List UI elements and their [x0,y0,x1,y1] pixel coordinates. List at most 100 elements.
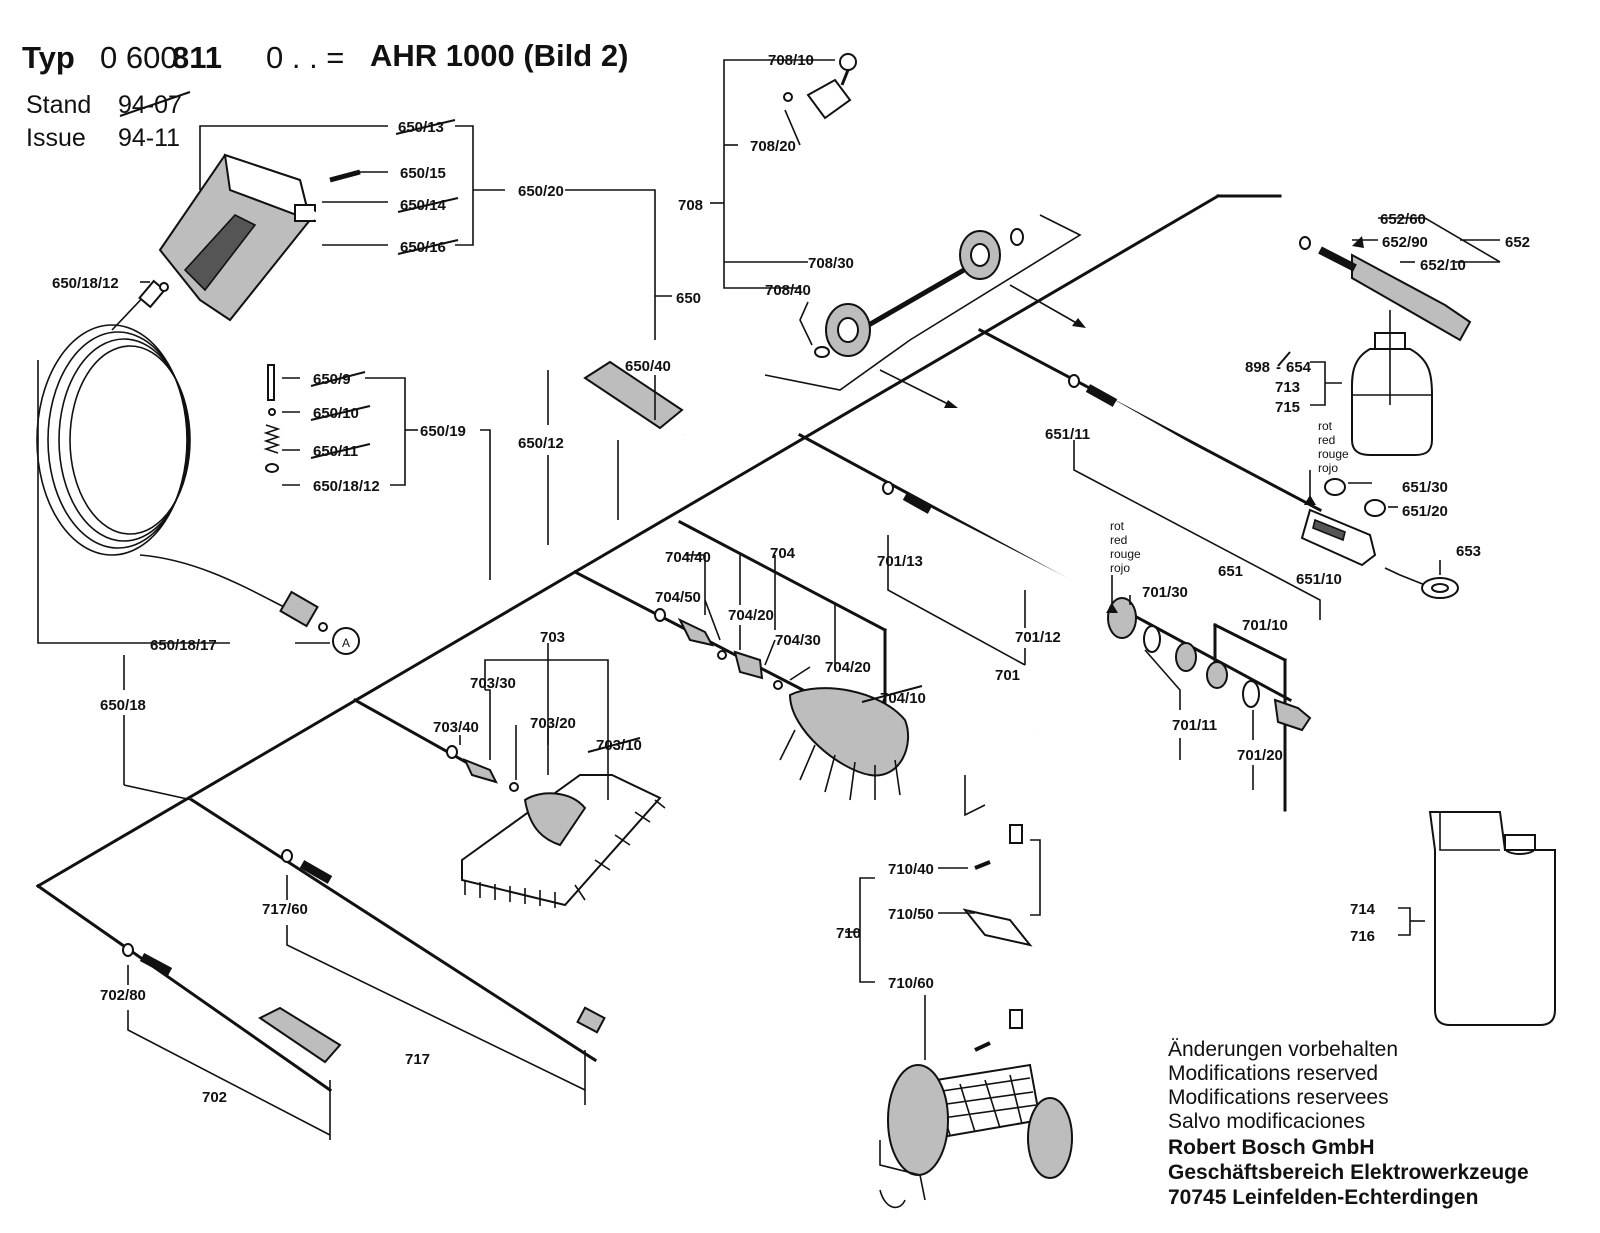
label-713: 713 [1275,379,1300,396]
nozzle-701 [1273,698,1312,732]
label-653: 653 [1456,543,1481,560]
brush-704-bristles [779,729,901,801]
circle-a-marker [332,627,360,655]
circle-a-label: A [342,636,350,650]
hose-loop-3 [58,338,190,542]
label-708: 708 [678,197,703,214]
bracket-710-50-right [1030,839,1041,916]
screw-650-15 [329,169,361,183]
oring-701-13 [882,481,894,495]
footer-division: Geschäftsbereich Elektrowerkzeuge [1168,1161,1529,1184]
knob-stem [840,69,850,86]
leader-704-20b [789,666,811,681]
foam-nozzle-body [1351,253,1472,342]
hose-loop-1 [36,324,188,556]
color-rojo-701: rojo [1110,561,1130,575]
lance-717-tube-inner [328,877,587,1023]
leader-701-11 [1144,649,1181,710]
label-703-30: 703/30 [470,675,516,692]
oring-652-60 [1299,236,1311,250]
lance-701 [882,481,1312,790]
footer: Änderungen vorbehalten Modifications res… [1168,1038,1529,1209]
nozzle-frame-top [1212,622,1288,663]
oring-703-40 [446,745,458,759]
arrow-rot-701 [1106,603,1118,613]
label-717-60: 717/60 [262,901,308,918]
label-716: 716 [1350,928,1375,945]
trolley-710 [845,728,1073,1209]
label-704-40: 704/40 [665,549,711,566]
washer-703-20 [509,782,519,792]
trolley-handle-outer [989,729,1036,1010]
leader-650-18-join [123,784,193,801]
lance-651-tube-inner [1113,400,1322,523]
footer-line-en: Modifications reserved [1168,1062,1378,1085]
footer-line-fr: Modifications reservees [1168,1086,1389,1109]
lower-left-branch [35,883,333,1093]
foam-nozzle-652 [1277,217,1501,456]
lance-702-tube-inner [168,969,267,1028]
oring-651-30 [1324,478,1346,496]
label-704-10: 704/10 [880,690,926,707]
label-898: 898 [1245,359,1270,376]
rot-brush-frame [677,519,888,633]
type-number-suffix: 0 . . = [266,40,344,75]
part-701-11 [1175,642,1197,672]
oring-hose-end [318,622,328,632]
arrow-652-90 [1352,236,1364,248]
label-651-30: 651/30 [1402,479,1448,496]
spray-gun-trigger [183,214,257,292]
label-650: 650 [676,290,701,307]
model-title: AHR 1000 (Bild 2) [370,38,628,73]
spray-gun-assembly [158,125,687,545]
oring-702-80 [122,943,134,957]
label-650-18-17: 650/18/17 [150,637,217,654]
label-703-20: 703/20 [530,715,576,732]
label-701-11: 701/11 [1172,717,1217,734]
label-701-30: 701/30 [1142,584,1188,601]
trolley-clip-lower [1009,1009,1023,1029]
bracket-708 [723,59,815,289]
hose-nut-650-18-17 [279,590,319,628]
bottle-713 [1350,348,1433,456]
color-red-701: red [1110,533,1127,547]
label-715: 715 [1275,399,1300,416]
label-650-15: 650/15 [400,165,446,182]
lance-701-fitting [902,492,933,514]
label-710-50: 710/50 [888,906,934,923]
lance-717-thread [576,1006,606,1034]
lance-717-fitting [299,860,333,884]
label-704: 704 [770,545,796,562]
canister-handle [1439,812,1500,851]
trolley-bracket-710-50 [962,908,1033,947]
adapter-703-30 [463,758,498,784]
strike-654 [1277,351,1291,367]
label-651-20: 651/20 [1402,503,1448,520]
spray-gun-coupling [294,204,316,222]
label-717: 717 [405,1051,430,1068]
wheel-axle-frame-inner [817,113,919,313]
color-red-651: red [1318,433,1335,447]
washer-704-20b [773,680,783,690]
label-710: 710 [836,925,861,942]
bracket-650-19 [365,377,406,486]
knob-708-10 [839,53,857,71]
label-704-30: 704/30 [775,632,821,649]
hose-end-bottom [139,554,291,611]
arrow-head-1 [1072,318,1086,328]
wheel-set-708 [710,53,1024,358]
leader-704-30 [764,639,776,666]
lance-651 [1068,374,1459,620]
leader-704-40 [685,554,706,615]
ball-650-10 [268,408,276,416]
trolley-stand [879,1140,926,1201]
strike-704-10 [861,685,923,703]
trolley-hose [879,1189,906,1209]
label-654: 654 [1286,359,1312,376]
needle-653 [1384,567,1426,586]
screw-710-lower [974,1041,991,1052]
color-rot-701: rot [1110,519,1125,533]
detergent-canister [1398,811,1556,1026]
bracket-708-20 [806,78,852,120]
label-714: 714 [1350,901,1376,918]
